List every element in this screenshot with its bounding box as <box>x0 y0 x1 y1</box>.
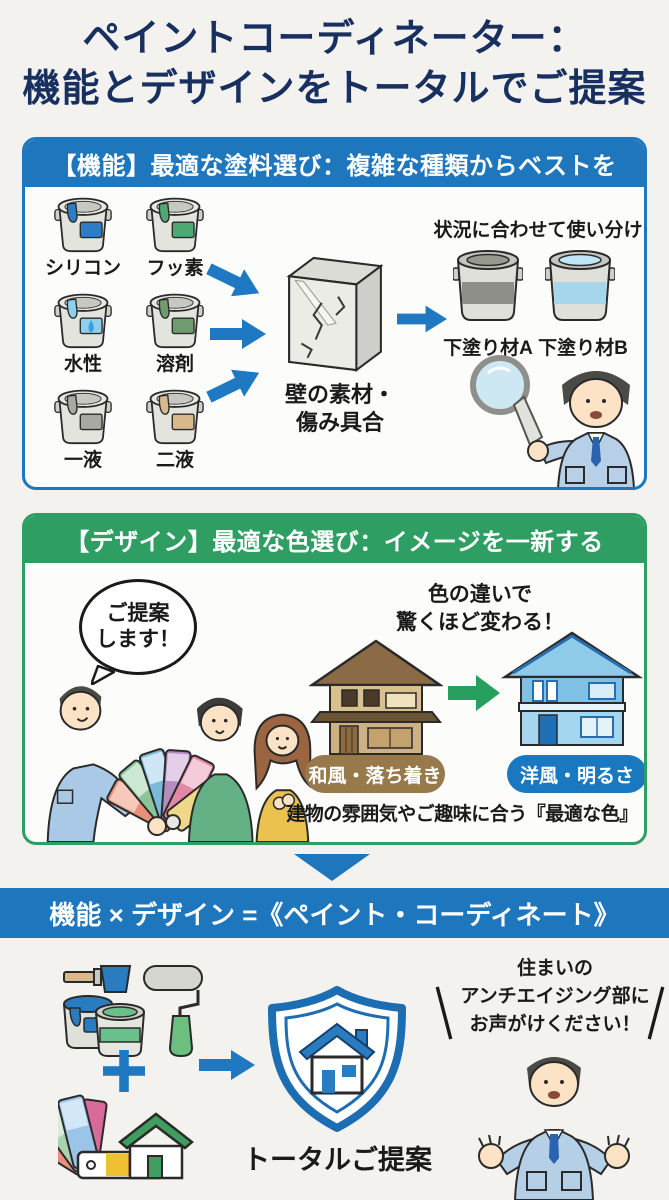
wall-caption-line1: 壁の素材・ <box>284 382 395 407</box>
speech-line1: ご提案 <box>106 602 170 625</box>
emphasis-slash-right <box>647 986 665 1040</box>
painter-with-magnifier <box>470 355 635 487</box>
consultation-illustration <box>46 686 312 842</box>
open-hand-right <box>604 1134 630 1169</box>
paint-can-icon <box>54 389 112 445</box>
cracked-wall-icon <box>286 256 384 373</box>
customer-man-figure <box>187 697 254 842</box>
speech-bubble: ご提案 します！ <box>79 579 197 675</box>
fan-and-house-icon <box>58 1094 194 1180</box>
greeter-figure <box>478 1057 630 1200</box>
paint-type-label: 二液 <box>155 450 194 471</box>
emphasis-slash-left <box>435 986 453 1040</box>
plus-icon <box>103 1050 145 1092</box>
design-conclusion: 建物の雰囲気やご趣味に合う『最適な色』 <box>286 804 638 825</box>
total-proposal-label: トータルご提案 <box>243 1145 432 1175</box>
color-change-note: 色の違いで 驚くほど変わる！ <box>355 581 605 637</box>
paint-can-icon <box>54 197 112 253</box>
arrow-right-icon <box>397 305 447 333</box>
section-design-card: 【デザイン】最適な色選び：イメージを一新する ご提案 します！ <box>22 513 647 845</box>
paint-type-item: フッ素 <box>129 195 221 291</box>
speech-bubble-tail <box>91 665 115 685</box>
arrow-right-icon <box>206 369 260 403</box>
color-change-line1: 色の違いで <box>427 583 533 606</box>
paint-can-icon <box>146 389 204 445</box>
section-design-header: 【デザイン】最適な色選び：イメージを一新する <box>25 516 644 563</box>
situational-note: 状況に合わせて使い分け <box>433 220 643 241</box>
page-title: ペイントコーディネーター： 機能とデザインをトータルでご提案 <box>0 14 669 114</box>
color-change-line2: 驚くほど変わる！ <box>396 611 564 634</box>
magnifier-icon <box>470 355 544 447</box>
primer-can-a-icon <box>453 250 523 321</box>
primer-a-label: 下塗り材A <box>443 338 533 359</box>
paint-type-item: シリコン <box>37 195 129 291</box>
formula-banner: 機能 × デザイン =《ペイント・コーディネート》 <box>0 888 669 938</box>
section-function-header: 【機能】最適な塗料選び：複雑な種類からベストを <box>25 140 644 187</box>
shield-house-icon <box>268 986 406 1132</box>
paint-type-label: 水性 <box>63 354 102 375</box>
paint-can-icon <box>146 293 204 349</box>
paint-type-item: 水性 <box>37 291 129 387</box>
paint-type-label: シリコン <box>44 258 121 279</box>
paint-can-icon <box>54 293 112 349</box>
primer-can-b-icon <box>545 250 615 321</box>
arrow-right-icon <box>206 263 260 297</box>
paint-type-label: 溶剤 <box>155 354 194 375</box>
section-function-card: 【機能】最適な塗料選び：複雑な種類からベストを <box>22 137 647 490</box>
callout-line1: 住まいの <box>516 958 593 979</box>
paint-type-grid: シリコン フッ素 <box>37 195 221 483</box>
before-style-tag: 和風・落ち着き <box>305 755 445 793</box>
formula-text: 機能 × デザイン =《ペイント・コーディネート》 <box>49 899 620 930</box>
customer-woman-figure <box>253 713 312 842</box>
water-drop-icon <box>88 320 94 333</box>
paint-type-item: 溶剤 <box>129 291 221 387</box>
paint-type-label: フッ素 <box>146 258 204 279</box>
down-arrow-connector <box>294 854 370 881</box>
big-arrow-right-icon <box>199 1050 255 1080</box>
callout-text: 住まいの アンチエイジング部に お声がけください！ <box>440 955 669 1039</box>
open-hand-left <box>478 1134 504 1169</box>
speech-line2: します！ <box>96 628 180 651</box>
page-title-line1: ペイントコーディネーター： <box>82 18 587 60</box>
section-design-body: ご提案 します！ <box>25 563 644 842</box>
wall-caption: 壁の素材・ 傷み具合 <box>265 381 415 437</box>
arrow-right-icon <box>210 319 266 349</box>
paint-supplies-icon <box>63 965 203 1058</box>
paint-can-icon <box>146 197 204 253</box>
callout-line2: アンチエイジング部に <box>460 986 650 1007</box>
paint-type-item: 二液 <box>129 387 221 483</box>
page-title-line2: 機能とデザインをトータルでご提案 <box>22 68 647 110</box>
western-house-icon <box>501 631 643 746</box>
primer-b-label: 下塗り材B <box>538 338 628 359</box>
paint-type-item: 一液 <box>37 387 129 483</box>
section-function-body: シリコン フッ素 <box>25 187 644 487</box>
wall-caption-line2: 傷み具合 <box>295 410 384 435</box>
after-style-tag: 洋風・明るさ <box>507 755 644 793</box>
paint-type-label: 一液 <box>63 450 102 471</box>
japanese-house-icon <box>309 639 443 755</box>
callout-line3: お声がけください！ <box>469 1014 641 1035</box>
green-arrow-right-icon <box>448 675 500 711</box>
painter-figure <box>46 686 139 842</box>
